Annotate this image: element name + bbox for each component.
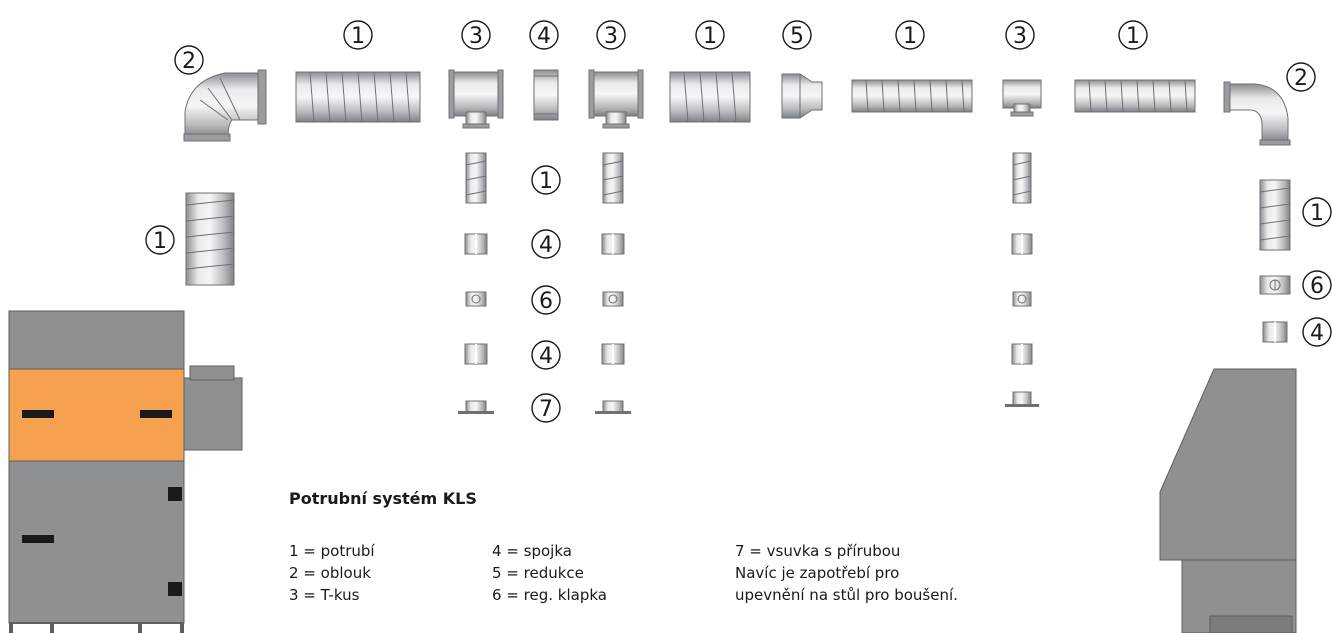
marker-label: 1 [539,169,553,194]
marker-label: 3 [1013,24,1027,49]
marker-label: 3 [604,24,618,49]
extraction-unit-left [8,310,243,633]
pipe-left-vertical [185,192,235,286]
marker-label: 7 [539,397,553,422]
column-under-tee-1 [458,152,494,414]
marker-label: 1 [351,24,365,49]
marker-label: 1 [1310,201,1324,226]
tee-top-1 [448,69,504,129]
marker-label: 5 [790,24,804,49]
marker-label: 4 [1310,321,1324,346]
column-under-tee-3 [1005,152,1039,407]
column-under-tee-2 [595,152,631,414]
marker-label: 2 [182,49,196,74]
marker-circle [145,225,175,255]
reducer-top [781,73,823,119]
marker-circle [531,340,561,370]
marker-circle [596,20,626,50]
marker-circle [343,20,373,50]
marker-label: 4 [539,233,553,258]
legend-item: 4 = spojka [492,542,572,560]
marker-label: 4 [539,344,553,369]
diagram-title: Potrubní systém KLS [289,489,477,508]
legend-column-1: 1 = potrubí 2 = oblouk 3 = T-kus [289,540,375,606]
legend-column-2: 4 = spojka 5 = redukce 6 = reg. klapka [492,540,607,606]
legend-item: 1 = potrubí [289,542,375,560]
marker-circle [1302,197,1332,227]
coupling-top [533,69,559,121]
marker-circle [461,20,491,50]
legend-item: 6 = reg. klapka [492,586,607,604]
marker-circle [531,393,561,423]
marker-label: 3 [469,24,483,49]
marker-circle [895,20,925,50]
marker-circle [174,45,204,75]
legend-item: 3 = T-kus [289,586,360,604]
elbow-left-part [183,69,267,142]
legend-item: upevnění na stůl pro boušení. [735,586,958,604]
marker-circle [695,20,725,50]
marker-circle [1118,20,1148,50]
marker-label: 1 [153,229,167,254]
marker-label: 1 [903,24,917,49]
marker-label: 4 [537,24,551,49]
marker-label: 6 [1310,274,1324,299]
marker-label: 6 [539,289,553,314]
tee-top-3 [1002,79,1042,117]
marker-circle [531,229,561,259]
marker-circle [531,165,561,195]
legend-item: 7 = vsuvka s přírubou [735,542,901,560]
marker-label: 1 [703,24,717,49]
pipe-top-3 [851,79,973,113]
legend-item: 2 = oblouk [289,564,371,582]
marker-circle [529,20,559,50]
elbow-right-part [1223,81,1291,146]
extraction-hood-right [1159,368,1297,633]
legend-item: 5 = redukce [492,564,584,582]
legend-item: Navíc je zapotřebí pro [735,564,900,582]
marker-circle [1005,20,1035,50]
pipe-top-4 [1074,79,1196,113]
marker-circle [1302,317,1332,347]
number-markers: 2 1 3 4 3 1 5 1 3 1 2 1 1 4 6 4 7 1 6 4 [145,20,1332,423]
tee-top-2 [588,69,644,129]
marker-circle [531,285,561,315]
column-right [1259,179,1291,343]
pipe-top-1 [295,71,421,123]
legend-column-3: 7 = vsuvka s přírubou Navíc je zapotřebí… [735,540,958,606]
marker-label: 2 [1294,66,1308,91]
marker-label: 1 [1126,24,1140,49]
pipe-top-2 [669,71,751,123]
marker-circle [1286,62,1316,92]
marker-circle [1302,270,1332,300]
marker-circle [782,20,812,50]
